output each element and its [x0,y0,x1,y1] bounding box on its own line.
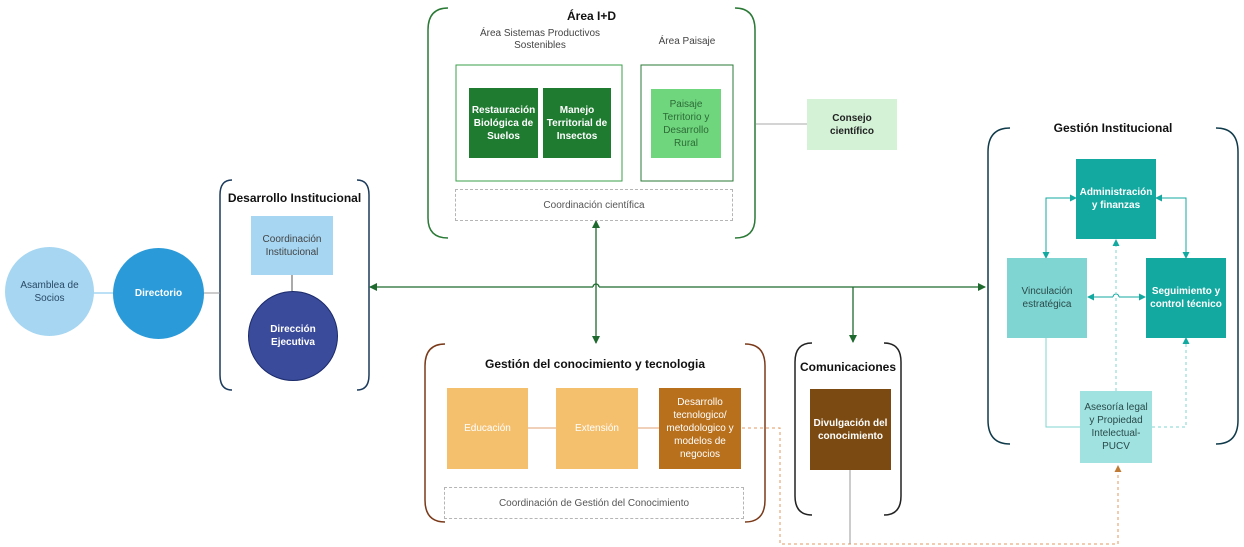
asamblea-node: Asamblea de Socios [5,247,94,336]
area-sistemas-label: Área Sistemas Productivos Sostenibles [479,28,601,51]
coordinacion-cientifica-box: Coordinación científica [455,189,733,221]
desarrollo-tecnologico-node: Desarrollo tecnologico/ metodologico y m… [659,388,741,469]
seguimiento-node: Seguimiento y control técnico [1146,258,1226,338]
desarrollo-institucional-title: Desarrollo Institucional [227,191,362,205]
divulgacion-node: Divulgación del conocimiento [810,389,891,470]
directorio-node: Directorio [113,248,204,339]
area-id-title: Área I+D [566,9,617,23]
educacion-node: Educación [447,388,528,469]
area-paisaje-frame [640,64,734,182]
extension-node: Extensión [556,388,638,469]
consejo-cientifico-node: Consejo científico [807,99,897,150]
gestion-institucional-title: Gestión Institucional [1053,121,1173,135]
manejo-node: Manejo Territorial de Insectos [543,88,611,158]
restauracion-node: Restauración Biológica de Suelos [469,88,538,158]
area-paisaje-label: Área Paisaje [658,36,716,47]
area-id-frame [427,7,756,239]
comunicaciones-frame [794,342,902,516]
gestion-conocimiento-frame [424,343,766,523]
administracion-node: Administración y finanzas [1076,159,1156,239]
coordinacion-institucional-node: Coordinación Institucional [251,216,333,275]
coordinacion-gestion-box: Coordinación de Gestión del Conocimiento [444,487,744,519]
area-sistemas-frame [455,64,623,182]
gestion-institucional-frame [987,127,1239,445]
vinculacion-node: Vinculación estratégica [1007,258,1087,338]
asesoria-node: Asesoría legal y Propiedad Intelectual-P… [1080,391,1152,463]
direccion-ejecutiva-node: Dirección Ejecutiva [248,291,338,381]
comunicaciones-title: Comunicaciones [799,360,897,374]
paisaje-territorio-node: Paisaje Territorio y Desarrollo Rural [651,89,721,158]
gestion-conocimiento-title: Gestión del conocimiento y tecnologia [484,357,706,371]
